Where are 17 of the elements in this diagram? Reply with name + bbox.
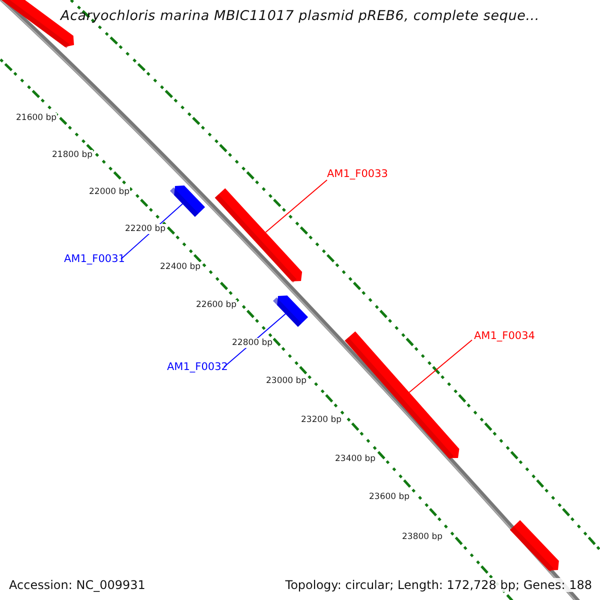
position-label: 22600 bp xyxy=(196,300,237,310)
gene-label: AM1_F0032 xyxy=(167,361,228,373)
gene-label: AM1_F0034 xyxy=(474,330,535,342)
leader-line xyxy=(265,180,328,233)
title: Acaryochloris marina MBIC11017 plasmid pREB6, complete seque... xyxy=(59,8,540,24)
position-label: 21600 bp xyxy=(16,113,57,123)
position-label: 21800 bp xyxy=(52,150,93,160)
gene-label: AM1_F0033 xyxy=(327,168,388,180)
leader-line xyxy=(408,340,472,393)
gene-label: AM1_F0031 xyxy=(64,253,125,265)
position-label: 23600 bp xyxy=(369,492,410,502)
position-label: 23800 bp xyxy=(402,532,443,542)
footer-text: Topology: circular; Length: 172,728 bp; Genes: 188 xyxy=(285,578,592,592)
position-label: 23400 bp xyxy=(335,454,376,464)
position-label: 23000 bp xyxy=(266,376,307,386)
footer-text: Accession: NC_009931 xyxy=(9,578,146,592)
position-label: 22000 bp xyxy=(89,187,130,197)
